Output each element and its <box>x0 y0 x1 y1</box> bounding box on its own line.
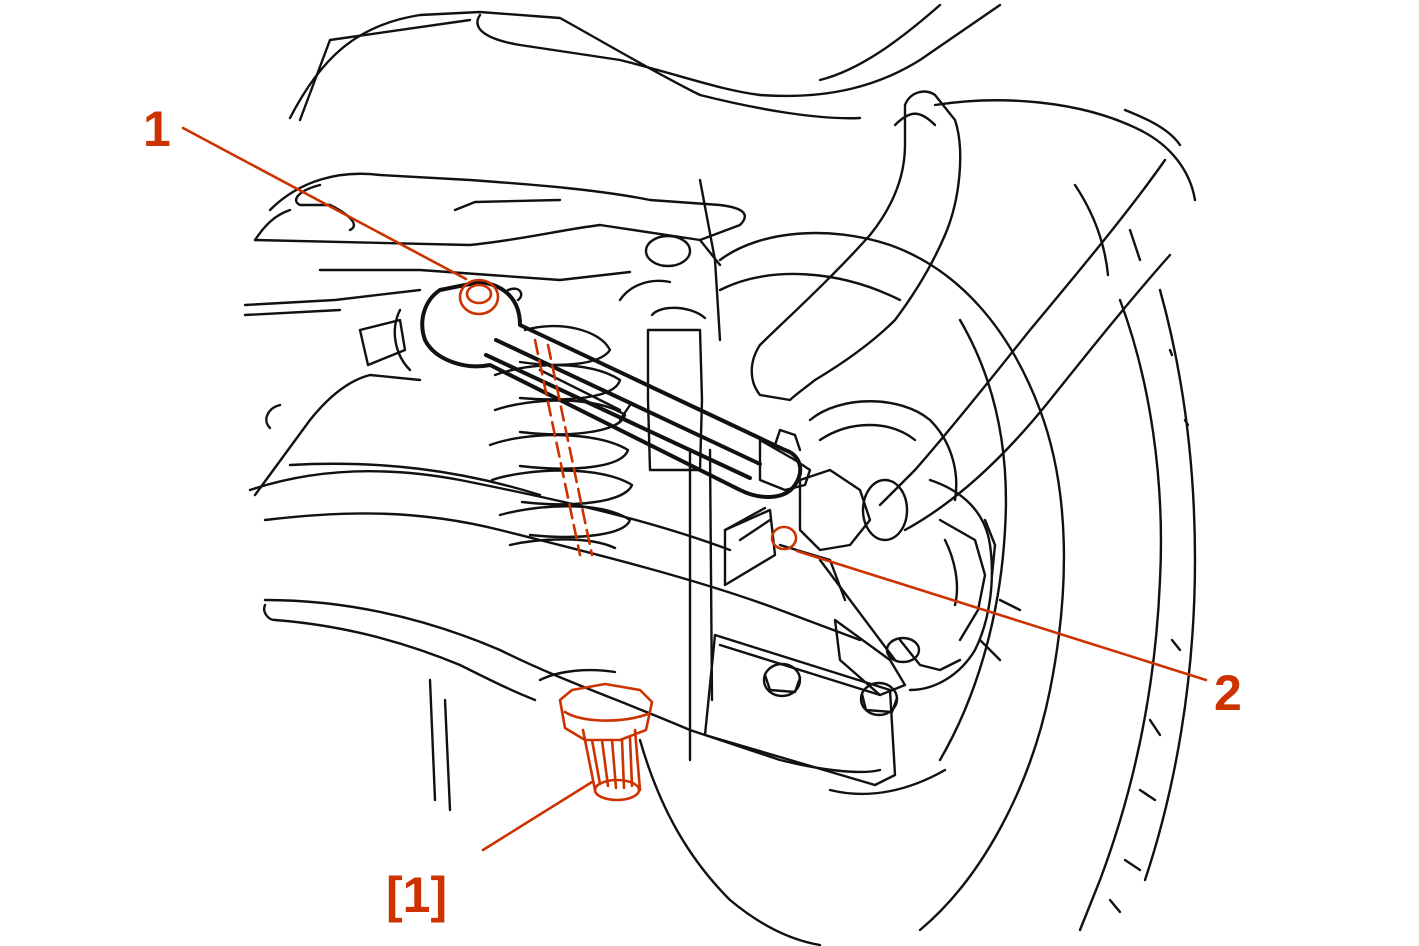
callout-label-1: 1 <box>143 101 171 157</box>
shock-absorber <box>646 178 722 762</box>
callout-label-2: 2 <box>1214 665 1242 721</box>
upper-nut-inner <box>465 283 493 305</box>
callout-label-tool: [1] <box>386 867 447 923</box>
knuckle-and-brake <box>778 400 1022 697</box>
callout-leaders <box>181 126 1208 852</box>
highlighted-parts <box>458 278 798 557</box>
leader-2 <box>795 549 1208 682</box>
leader-tool <box>481 780 594 852</box>
spring-axis-highlight <box>533 338 582 557</box>
wheel-and-tire <box>638 99 1197 946</box>
coil-spring <box>488 324 634 550</box>
tool-socket <box>558 682 654 802</box>
stabilizer-bar <box>750 90 1172 542</box>
upper-nut-highlight <box>458 278 500 316</box>
lower-nut-highlight <box>770 525 798 551</box>
leader-1 <box>181 126 468 281</box>
body-underside <box>243 3 1002 317</box>
lower-control-arm <box>248 373 899 812</box>
spring-axis-highlight-2 <box>546 343 594 557</box>
